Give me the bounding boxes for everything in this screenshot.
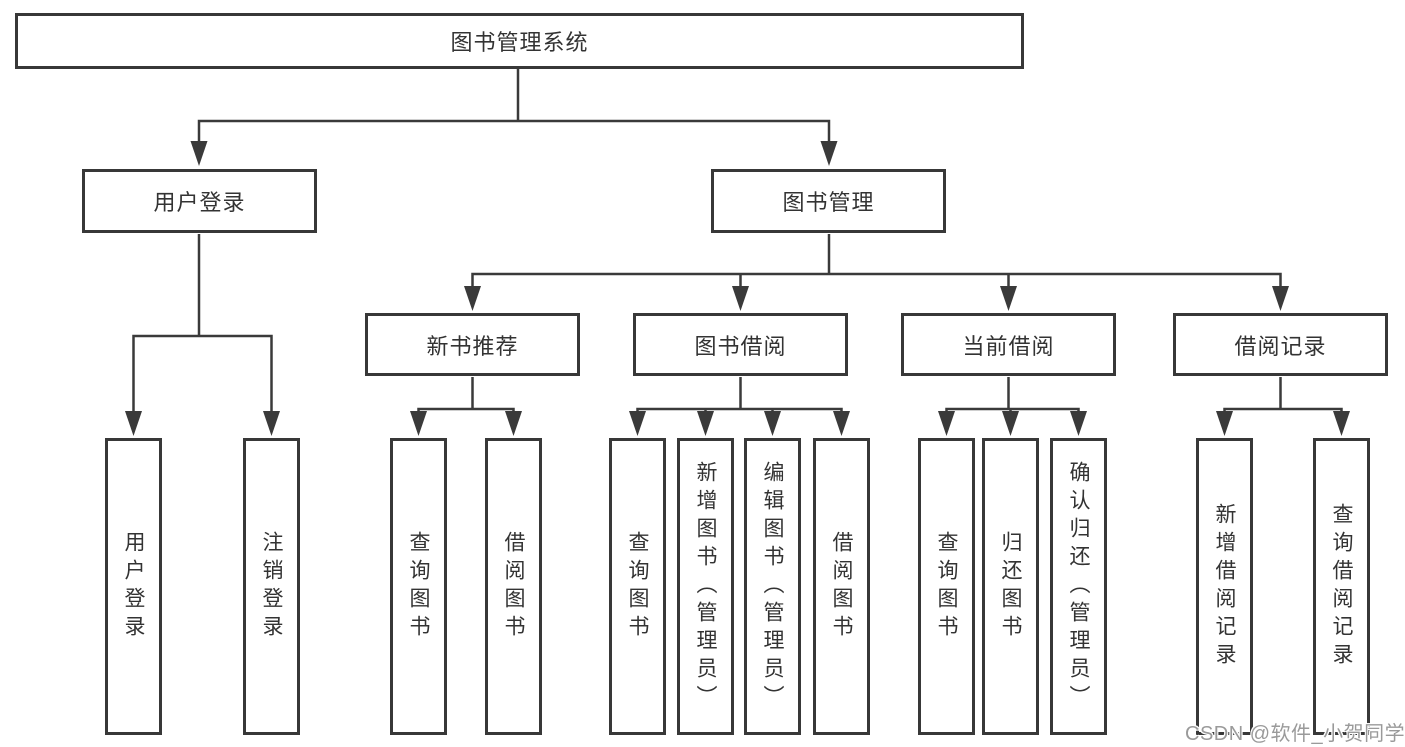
arrow-down-icon bbox=[1272, 286, 1289, 311]
csdn-watermark: CSDN @软件_小贺同学 bbox=[1185, 723, 1405, 745]
leaf-confirm-return-admin: 确认归还（管理员） bbox=[1050, 438, 1107, 735]
arrow-down-icon bbox=[629, 411, 646, 436]
node-root: 图书管理系统 bbox=[15, 13, 1024, 69]
arrow-down-icon bbox=[190, 141, 208, 166]
arrow-down-icon bbox=[1000, 286, 1017, 311]
arrow-down-icon bbox=[833, 411, 850, 436]
leaf-query-borrow-record: 查询借阅记录 bbox=[1313, 438, 1370, 735]
arrow-down-icon bbox=[1070, 411, 1087, 436]
arrow-down-icon bbox=[410, 411, 427, 436]
leaf-user-login: 用户登录 bbox=[105, 438, 162, 735]
arrow-down-icon bbox=[125, 411, 142, 436]
node-book-management: 图书管理 bbox=[711, 169, 946, 233]
leaf-edit-book-admin: 编辑图书（管理员） bbox=[744, 438, 801, 735]
leaf-query-books-recommend: 查询图书 bbox=[390, 438, 447, 735]
arrow-down-icon bbox=[1216, 411, 1233, 436]
leaf-add-borrow-record: 新增借阅记录 bbox=[1196, 438, 1253, 735]
leaf-borrow-books: 借阅图书 bbox=[813, 438, 870, 735]
arrow-down-icon bbox=[697, 411, 714, 436]
arrow-down-icon bbox=[1333, 411, 1350, 436]
node-user-login: 用户登录 bbox=[82, 169, 317, 233]
arrow-down-icon bbox=[732, 286, 749, 311]
arrow-down-icon bbox=[464, 286, 481, 311]
arrow-down-icon bbox=[820, 141, 838, 166]
arrow-down-icon bbox=[938, 411, 955, 436]
arrow-down-icon bbox=[505, 411, 522, 436]
leaf-logout: 注销登录 bbox=[243, 438, 300, 735]
leaf-add-book-admin: 新增图书（管理员） bbox=[677, 438, 734, 735]
arrow-down-icon bbox=[764, 411, 781, 436]
leaf-borrow-books-recommend: 借阅图书 bbox=[485, 438, 542, 735]
arrow-down-icon bbox=[263, 411, 280, 436]
leaf-return-books: 归还图书 bbox=[982, 438, 1039, 735]
leaf-query-books-current: 查询图书 bbox=[918, 438, 975, 735]
arrow-down-icon bbox=[1002, 411, 1019, 436]
node-new-book-recommendation: 新书推荐 bbox=[365, 313, 580, 376]
node-current-borrowing: 当前借阅 bbox=[901, 313, 1116, 376]
arrowheads bbox=[125, 141, 1350, 436]
leaf-query-books-borrow: 查询图书 bbox=[609, 438, 666, 735]
node-borrowing-records: 借阅记录 bbox=[1173, 313, 1388, 376]
node-book-borrowing: 图书借阅 bbox=[633, 313, 848, 376]
